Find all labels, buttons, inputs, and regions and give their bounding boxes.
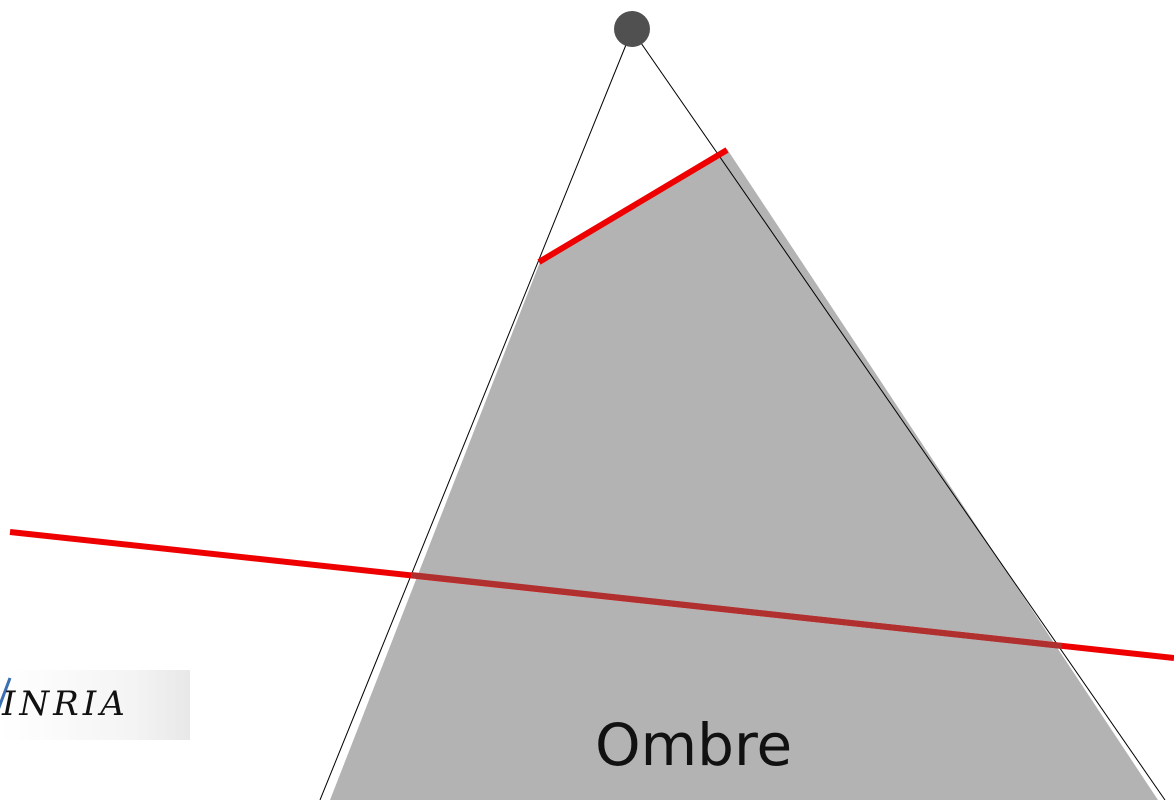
receiver-line-shadowed	[410, 572, 1063, 649]
shadow-label: Ombre	[595, 711, 793, 779]
occluder-line	[537, 147, 729, 265]
shadow-region	[330, 149, 1158, 800]
inria-logo: INRIA	[0, 670, 190, 740]
frustum-edge-left	[319, 29, 633, 801]
logo-swoosh-icon	[0, 677, 12, 709]
light-source	[614, 11, 650, 47]
logo-text: INRIA	[2, 684, 129, 724]
frustum-edge-right	[631, 29, 1166, 801]
